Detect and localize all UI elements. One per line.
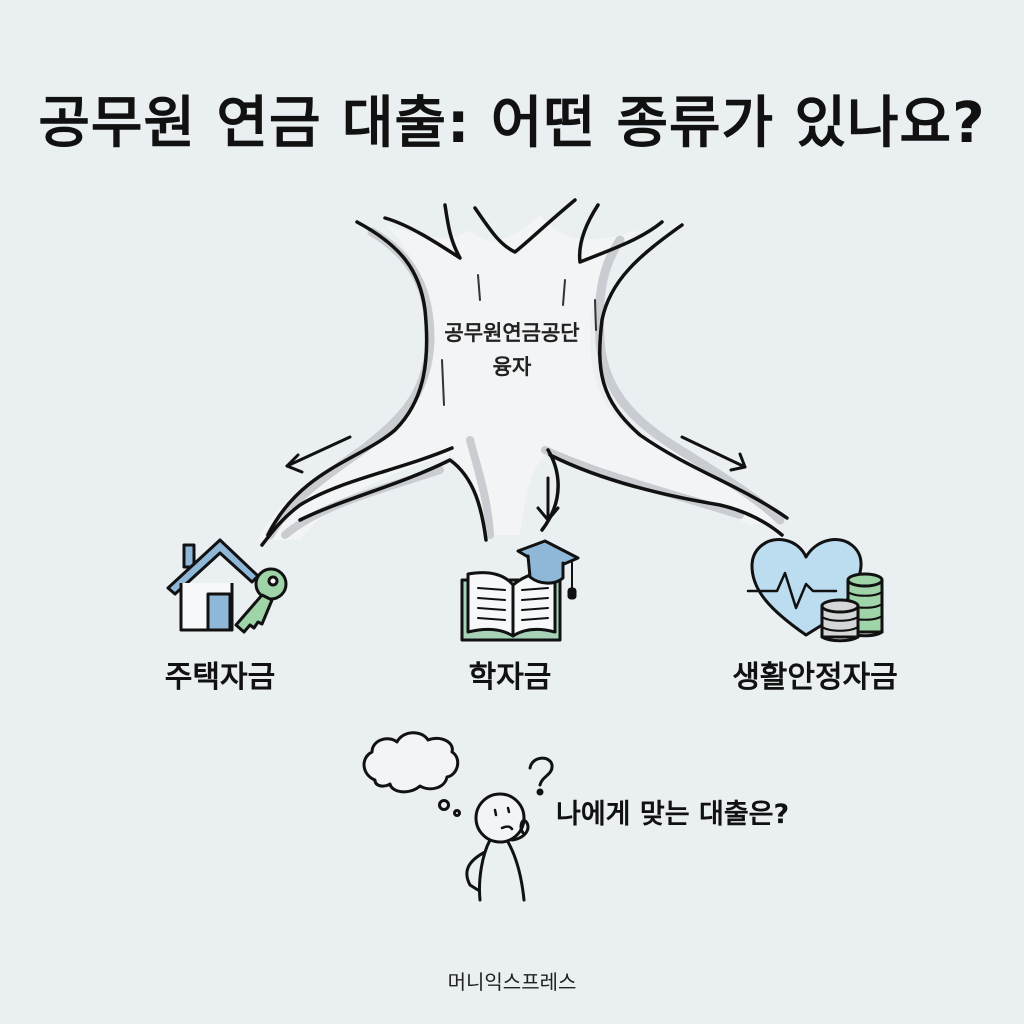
house-key-icon bbox=[166, 538, 288, 634]
category-label-education: 학자금 bbox=[468, 660, 552, 695]
heart-coins-icon bbox=[746, 538, 884, 643]
footer-brand: 머니익스프레스 bbox=[447, 970, 577, 994]
tree-shape bbox=[258, 198, 789, 547]
trunk-label-line1: 공무원연금공단 bbox=[444, 321, 580, 345]
arrow-down-icon bbox=[536, 476, 560, 522]
thinking-person-illustration bbox=[362, 731, 554, 902]
trunk-label-line2: 융자 bbox=[492, 355, 532, 379]
arrow-left-icon bbox=[285, 435, 352, 474]
arrow-right-icon bbox=[680, 435, 747, 472]
question-text: 나에게 맞는 대출은? bbox=[556, 799, 790, 830]
question-mark-icon bbox=[528, 756, 554, 787]
book-graduation-cap-icon bbox=[460, 539, 580, 642]
category-label-housing: 주택자금 bbox=[164, 660, 276, 695]
coin-stack-grey bbox=[820, 598, 860, 643]
page-title: 공무원 연금 대출: 어떤 종류가 있나요? bbox=[38, 91, 986, 156]
category-label-living-stability: 생활안정자금 bbox=[732, 660, 898, 695]
trunk-label: 공무원연금공단 융자 bbox=[412, 316, 612, 384]
thought-cloud-icon bbox=[362, 731, 460, 794]
